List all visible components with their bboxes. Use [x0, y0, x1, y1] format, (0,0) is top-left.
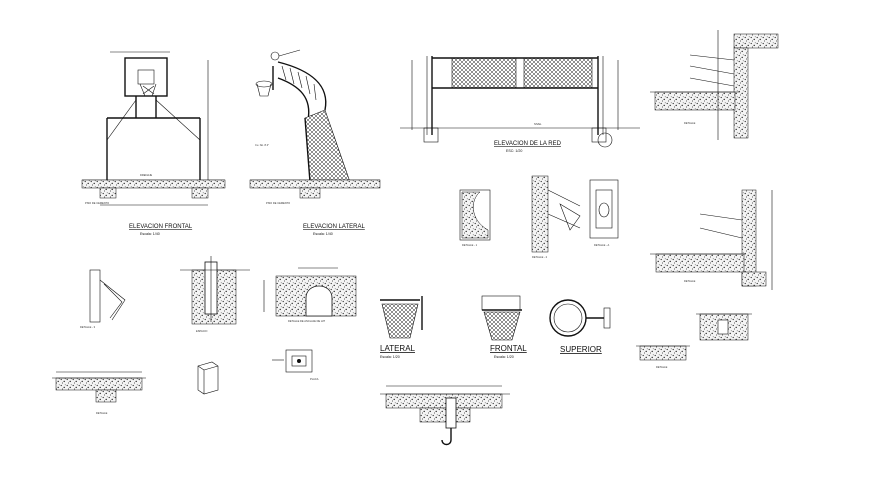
detail-a-title: DETALLE - A [594, 243, 610, 247]
svg-text:PISO DE CEMENTO: PISO DE CEMENTO [266, 201, 290, 205]
frontal-elevation-scale: Escala: 1/40 [140, 232, 160, 236]
svg-text:DETALLE: DETALLE [684, 279, 696, 283]
net-elevation-drawing: NIVEL ELEVACION DE LA RED ESC: 1/20 [400, 56, 640, 153]
frontal-elevation-title: ELEVACION FRONTAL [129, 224, 193, 230]
hoop-lateral-title: LATERAL [380, 344, 416, 353]
right-small-details: DETALLE [636, 313, 752, 369]
detail-3-drawing: DETALLE - 3 [80, 269, 126, 329]
svg-text:NIVEL: NIVEL [534, 122, 542, 126]
post-footing-section: ESPACIO [180, 256, 250, 333]
wall-section-right-middle: DETALLE [650, 189, 773, 290]
anchor-detail-title: DETALLE DE ANCLAJE DE HIT [288, 319, 326, 323]
hoop-frontal-title: FRONTAL [490, 344, 527, 353]
detail-3-title: DETALLE - 3 [80, 325, 96, 329]
svg-text:DETALLE: DETALLE [96, 411, 108, 415]
anchor-detail-drawing: DETALLE DE ANCLAJE DE HIT [263, 267, 357, 323]
svg-text:Cu. No. 8 4": Cu. No. 8 4" [255, 143, 269, 147]
wall-section-top-right: DETALLE [650, 30, 779, 140]
svg-text:PLACA: PLACA [310, 377, 319, 381]
svg-text:DETALLE: DETALLE [656, 365, 668, 369]
small-box-drawing [197, 361, 219, 395]
svg-text:PISO DE CEMENTO: PISO DE CEMENTO [85, 201, 109, 205]
frontal-elevation-drawing: DRENAJE PISO DE CEMENTO ELEVACION FRONTA… [81, 51, 226, 236]
net-elevation-scale: ESC: 1/20 [506, 149, 522, 153]
hoop-lateral-scale: Escala: 1/20 [380, 355, 400, 359]
svg-text:DRENAJE: DRENAJE [140, 173, 152, 177]
lateral-elevation-scale: Escala: 1/40 [313, 232, 333, 236]
floor-section-bottom-left: DETALLE [52, 371, 146, 415]
detail-1-title: DETALLE - 1 [462, 243, 478, 247]
lateral-elevation-title: ELEVACION LATERAL [303, 224, 365, 230]
base-plate-drawing: PLACA [272, 349, 319, 381]
drain-section-bottom-center [380, 385, 510, 446]
svg-text:ESPACIO: ESPACIO [196, 329, 207, 333]
hoop-superior-title: SUPERIOR [560, 345, 602, 354]
hoop-frontal-scale: Escala: 1/20 [494, 355, 514, 359]
detail-2-title: DETALLE - 2 [532, 255, 548, 259]
net-elevation-title: ELEVACION DE LA RED [494, 141, 562, 147]
lateral-elevation-drawing: Cu. No. 8 4" PISO DE CEMENTO ELEVACION L… [249, 49, 381, 236]
svg-text:DETALLE: DETALLE [684, 121, 696, 125]
details-center: DETALLE - 1 DETALLE - 2 DETALLE - A [459, 175, 619, 259]
hoop-views: LATERAL Escala: 1/20 FRONTAL Escala: 1/2… [380, 295, 611, 359]
